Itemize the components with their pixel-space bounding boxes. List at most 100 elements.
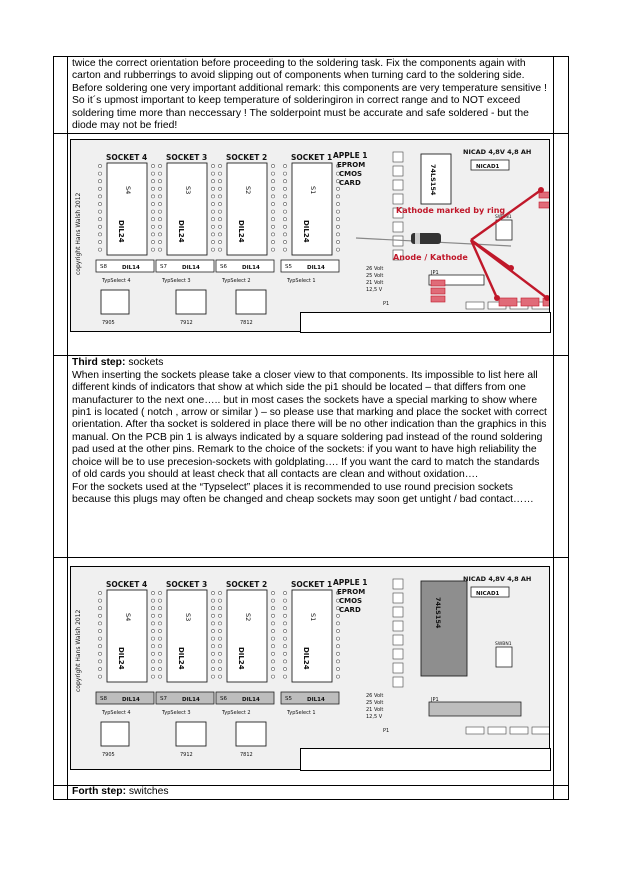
typselect-dil-label: DIL14 [242,265,260,271]
typselect-label: TypSelect 3 [161,278,191,284]
pin-pad [283,210,287,214]
socket-dil-label: DIL24 [177,220,185,243]
pin-pad [283,652,287,657]
pin-pad [211,187,215,192]
pin-pad [283,248,287,252]
socket-dil-label: DIL24 [117,220,125,243]
pin-pad [211,217,215,222]
pin-pad [158,591,162,596]
pin-pad [151,675,155,679]
regulator-label: 7812 [240,320,253,326]
typselect-body [95,260,155,273]
pin-pad [218,164,222,169]
pin-pad [211,637,215,641]
forth-step-heading: Forth step: switches [68,786,554,800]
socket-label: SOCKET 4 [106,580,147,589]
resistor-pad [392,250,404,261]
socket-label: SOCKET 2 [226,580,267,589]
socket-label: SOCKET 2 [226,153,267,162]
blank-caption-box [300,748,551,772]
socket-body [106,162,148,256]
pin-pad [218,652,222,657]
pin-pad [211,614,215,619]
typselect-code: S7 [160,696,167,702]
card-title-line: CARD [339,179,361,187]
socket-dil-label: DIL24 [177,647,185,670]
pin-pad [211,629,215,634]
pin-pad [98,164,102,169]
swbn1-label: SWBN1 [495,641,512,647]
pin-pad [218,179,222,184]
pin-pad [218,637,222,641]
resistor-pad [392,663,404,674]
pin-pad [271,210,275,214]
nicad-label: NICAD 4,8V 4,8 AH [463,148,531,156]
pin-pad [218,667,222,672]
pin-pad [271,621,275,626]
regulator-body [100,721,130,747]
card-title-line: CMOS [339,597,362,605]
pin-pad [158,202,162,207]
pin-pad [336,629,340,634]
pin-pad [271,599,275,603]
annotation-arrow [472,241,548,300]
typselect-label: TypSelect 4 [101,710,131,716]
typselect-code: S5 [285,696,292,702]
pin-pad [151,225,155,230]
regulator-label: 7912 [180,320,193,326]
socket-label: SOCKET 3 [166,580,207,589]
p1-label: P1 [383,301,389,307]
socket-body [291,162,333,256]
pin-pad [211,202,215,207]
pin-pad [151,187,155,192]
pin-pad [336,606,340,611]
pin-pad [336,232,340,237]
pin-pad [158,659,162,664]
pin-pad [211,675,215,679]
highlight-resistor [542,298,549,307]
volt-label: 26 Volt [366,266,383,272]
highlight-pad [538,192,549,199]
resistor-pad [392,593,404,604]
pin-pad [283,599,287,603]
row-forth-step: Forth step: switches [54,785,568,800]
typselect-dil-label: DIL14 [242,697,260,703]
regulator-body [235,721,267,747]
typselect-code: S6 [220,696,227,702]
regulator-label: 7812 [240,752,253,758]
pin-pad [336,614,340,619]
pin-pad [158,667,162,672]
pin-pad [158,599,162,603]
pin-pad [283,187,287,192]
pin-pad [336,172,340,176]
pin-pad [151,240,155,245]
resistor-smd [509,727,529,735]
typselect-code: S8 [100,696,107,702]
pin-pad [336,202,340,207]
highlight-pad [430,280,446,287]
pin-pad [158,621,162,626]
volt-label: 12,5 V [366,287,383,293]
socket-dil-label: DIL24 [237,647,245,670]
content-table: twice the correct orientation before pro… [53,56,569,801]
volt-label: 21 Volt [366,707,383,713]
pin-pad [218,621,222,626]
typselect-body [95,692,155,705]
pin-pad [98,606,102,611]
pin-pad [218,599,222,603]
pin-pad [283,179,287,184]
pin-pad [283,172,287,176]
third-step-heading: Third step: sockets [72,357,164,369]
nicad1-label: NICAD1 [476,164,500,170]
card-title-line: EPROM [337,161,365,169]
pin-pad [336,240,340,245]
pin-pad [211,652,215,657]
typselect-label: TypSelect 2 [221,710,251,716]
pin-pad [98,637,102,641]
pin-pad [151,667,155,672]
pin-pad [218,240,222,245]
pin-pad [98,644,102,649]
copyright-text: copyright Hans Walsh 2012 [75,610,82,693]
